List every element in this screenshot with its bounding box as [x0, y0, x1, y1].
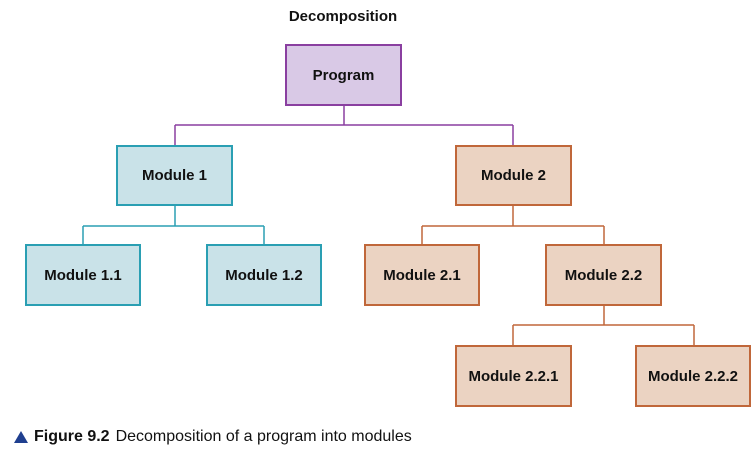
- node-module-1-2: Module 1.2: [206, 244, 322, 306]
- node-label: Module 1.1: [44, 266, 122, 284]
- module-2-connectors: [421, 206, 605, 244]
- module-1-connectors: [82, 206, 265, 244]
- node-label: Module 2.2.1: [468, 367, 559, 385]
- node-label: Module 2.2.2: [647, 367, 739, 385]
- caption-text: Decomposition of a program into modules: [115, 428, 412, 445]
- node-program: Program: [285, 44, 402, 106]
- node-label: Module 1: [141, 167, 207, 184]
- node-module-2: Module 2: [455, 145, 572, 206]
- node-module-2-2-1: Module 2.2.1: [455, 345, 572, 407]
- node-label: Module 1.2: [225, 266, 303, 284]
- node-module-1: Module 1: [116, 145, 233, 206]
- node-module-1-1: Module 1.1: [25, 244, 141, 306]
- diagram-title: Decomposition: [288, 8, 398, 25]
- node-label: Module 2.1: [383, 266, 461, 284]
- root-connectors: [174, 106, 514, 145]
- node-module-2-2: Module 2.2: [545, 244, 662, 306]
- node-module-2-2-2: Module 2.2.2: [635, 345, 751, 407]
- node-label: Program: [312, 66, 375, 84]
- node-label: Module 2: [480, 167, 546, 184]
- module-2-2-connectors: [512, 306, 695, 345]
- triangle-marker-icon: [14, 431, 28, 443]
- node-module-2-1: Module 2.1: [364, 244, 480, 306]
- figure-caption: Figure 9.2 Decomposition of a program in…: [14, 428, 412, 446]
- figure-label: Figure 9.2: [34, 428, 110, 445]
- node-label: Module 2.2: [564, 266, 643, 284]
